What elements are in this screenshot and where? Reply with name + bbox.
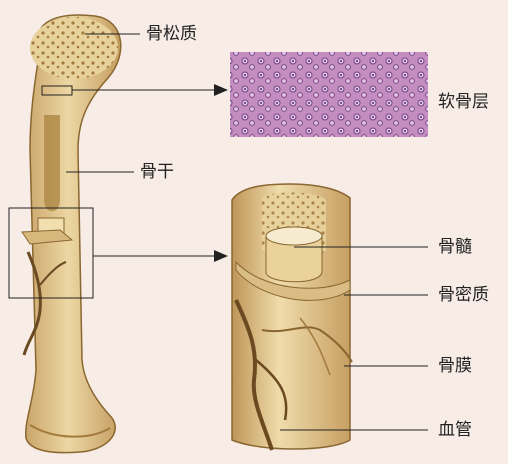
spongy-head: [30, 17, 118, 79]
label-cartilage-layer: 软骨层: [438, 94, 489, 111]
label-bone-shaft: 骨干: [140, 164, 174, 181]
label-periosteum: 骨膜: [438, 358, 472, 375]
bone-section: [232, 184, 352, 450]
label-bone-marrow: 骨髓: [438, 239, 472, 256]
cartilage-micrograph: [230, 52, 428, 137]
label-cancellous-bone: 骨松质: [146, 26, 197, 43]
label-blood-vessel: 血管: [438, 422, 472, 439]
label-compact-bone: 骨密质: [438, 287, 489, 304]
marrow-cavity: [44, 115, 60, 211]
long-bone: [22, 15, 121, 453]
